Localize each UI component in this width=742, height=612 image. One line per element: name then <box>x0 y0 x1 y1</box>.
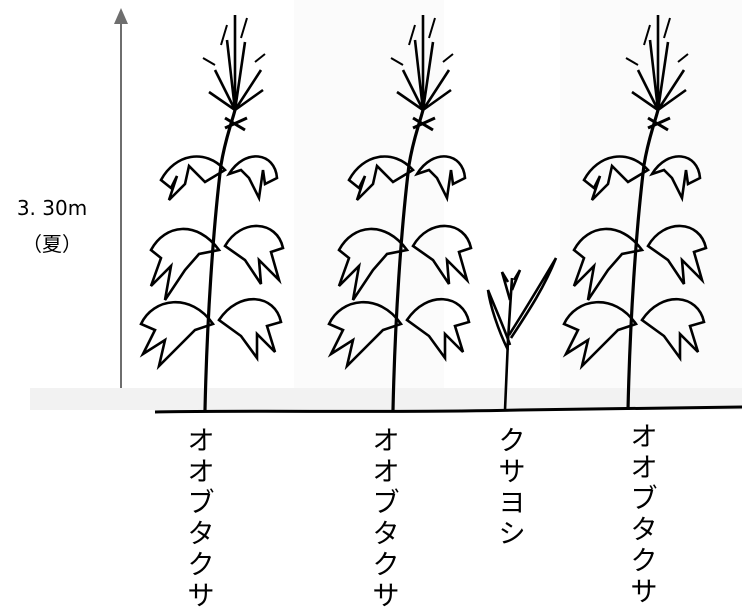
ground-line <box>154 405 742 414</box>
plant-label-oobutakusa-3: オオブタクサ <box>630 422 658 608</box>
kusayoshi-plant <box>486 257 558 411</box>
oobutakusa-plant-1 <box>139 13 285 412</box>
height-value: 3. 30m <box>16 196 88 220</box>
plant-label-oobutakusa-1: オオブタクサ <box>187 426 215 612</box>
season-label: （夏） <box>22 232 82 256</box>
plant-height-diagram <box>30 8 742 414</box>
plant-label-kusayoshi: クサヨシ <box>498 426 526 550</box>
ground-shadow <box>30 388 742 410</box>
height-arrow <box>114 8 128 407</box>
plant-label-oobutakusa-2: オオブタクサ <box>372 426 400 612</box>
